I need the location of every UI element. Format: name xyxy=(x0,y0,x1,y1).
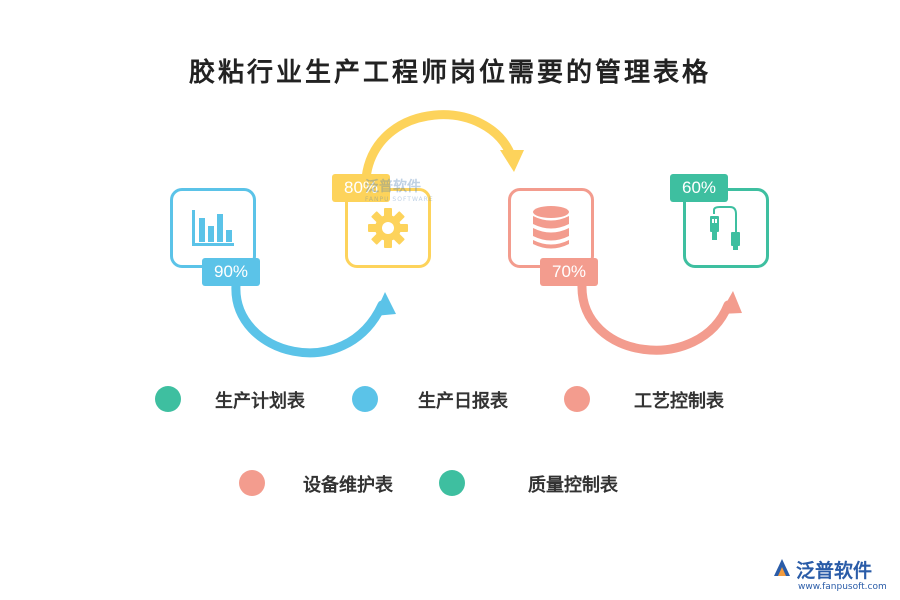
legend-label-1: 生产计划表 xyxy=(215,391,305,412)
gear-icon xyxy=(368,208,408,248)
legend-dot-3 xyxy=(564,386,590,412)
arrowhead-blue xyxy=(374,292,396,316)
step-4-percent-badge: 60% xyxy=(670,174,729,202)
logo-url-text: www.fanpusoft.com xyxy=(798,582,887,592)
legend-label-5: 质量控制表 xyxy=(528,475,618,496)
usb-cable-icon xyxy=(710,206,740,250)
logo-icon xyxy=(774,559,790,576)
brand-logo: 泛普软件 www.fanpusoft.com xyxy=(770,556,892,596)
bar-chart-icon xyxy=(192,210,234,246)
step-1-percent-badge: 90% xyxy=(202,258,261,286)
legend-dot-4 xyxy=(239,470,265,496)
database-icon xyxy=(533,206,569,249)
step-3-percent-badge: 70% xyxy=(540,258,599,286)
step-2-percent-badge: 80% xyxy=(332,174,391,202)
step-card-1 xyxy=(170,188,256,268)
logo-brand-text: 泛普软件 xyxy=(796,560,873,582)
page-title: 胶粘行业生产工程师岗位需要的管理表格 xyxy=(188,58,711,88)
arrow-salmon xyxy=(577,280,733,355)
arrow-yellow xyxy=(361,110,517,183)
legend-dot-2 xyxy=(352,386,378,412)
watermark: 泛普软件 FANPU SOFTWARE xyxy=(365,176,434,203)
legend-label-4: 设备维护表 xyxy=(303,475,393,496)
legend-label-3: 工艺控制表 xyxy=(634,391,724,412)
arrowhead-salmon xyxy=(720,291,742,314)
arrow-blue xyxy=(231,280,387,358)
arrowhead-yellow xyxy=(500,150,524,172)
legend-dot-5 xyxy=(439,470,465,496)
legend-dot-1 xyxy=(155,386,181,412)
watermark-subtext: FANPU SOFTWARE xyxy=(365,196,434,203)
watermark-text: 泛普软件 xyxy=(365,179,421,195)
legend-label-2: 生产日报表 xyxy=(418,391,508,412)
step-card-3 xyxy=(508,188,594,268)
